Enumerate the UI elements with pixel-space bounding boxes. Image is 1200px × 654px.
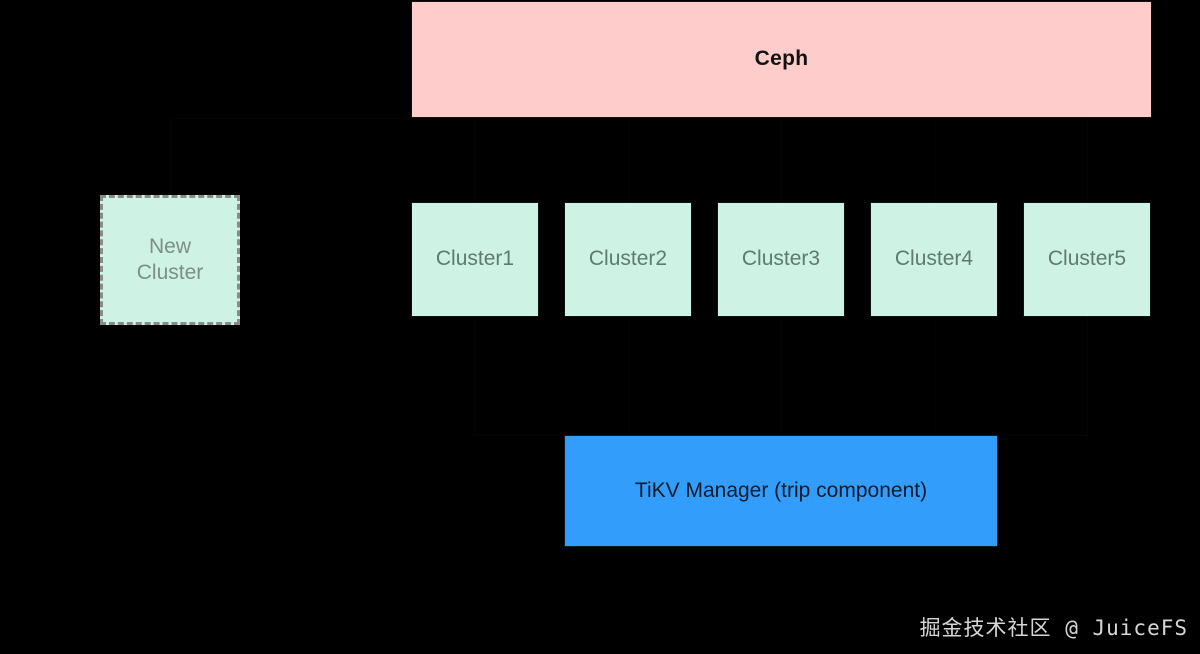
- node-new-cluster-label-line1: New: [148, 234, 191, 258]
- node-ceph-label: Ceph: [754, 47, 809, 71]
- node-cluster-2-label: Cluster2: [588, 247, 668, 271]
- node-cluster-1[interactable]: Cluster1: [411, 202, 539, 317]
- edge-cluster4-to-manager: [934, 317, 935, 435]
- node-new-cluster[interactable]: New Cluster: [100, 195, 240, 325]
- node-new-cluster-label-line2: Cluster: [136, 261, 204, 284]
- edge-ceph-bus: [170, 118, 1088, 119]
- watermark: 掘金技术社区 @ JuiceFS: [919, 616, 1188, 640]
- edge-ceph-to-cluster5: [1087, 118, 1088, 203]
- node-cluster-1-label: Cluster1: [435, 247, 515, 271]
- edge-ceph-to-cluster2: [628, 118, 629, 203]
- node-tikv-manager[interactable]: TiKV Manager (trip component): [564, 435, 998, 547]
- edge-cluster2-to-manager: [628, 317, 629, 435]
- node-tikv-manager-label: TiKV Manager (trip component): [634, 478, 928, 502]
- edge-cluster1-to-manager: [474, 317, 475, 435]
- edge-ceph-to-cluster4: [934, 118, 935, 203]
- node-cluster-3-label: Cluster3: [741, 247, 821, 271]
- node-cluster-4[interactable]: Cluster4: [870, 202, 998, 317]
- edge-ceph-to-cluster3: [781, 118, 782, 203]
- node-cluster-4-label: Cluster4: [894, 247, 974, 271]
- node-cluster-5[interactable]: Cluster5: [1023, 202, 1151, 317]
- node-ceph[interactable]: Ceph: [411, 1, 1152, 118]
- node-cluster-2[interactable]: Cluster2: [564, 202, 692, 317]
- edge-ceph-to-cluster1: [474, 118, 475, 203]
- node-cluster-3[interactable]: Cluster3: [717, 202, 845, 317]
- edge-cluster3-to-manager: [781, 317, 782, 435]
- node-new-cluster-label: New Cluster: [137, 234, 204, 287]
- edge-newcluster-riser: [170, 118, 171, 198]
- edge-cluster5-to-manager: [1087, 317, 1088, 435]
- node-cluster-5-label: Cluster5: [1047, 247, 1127, 271]
